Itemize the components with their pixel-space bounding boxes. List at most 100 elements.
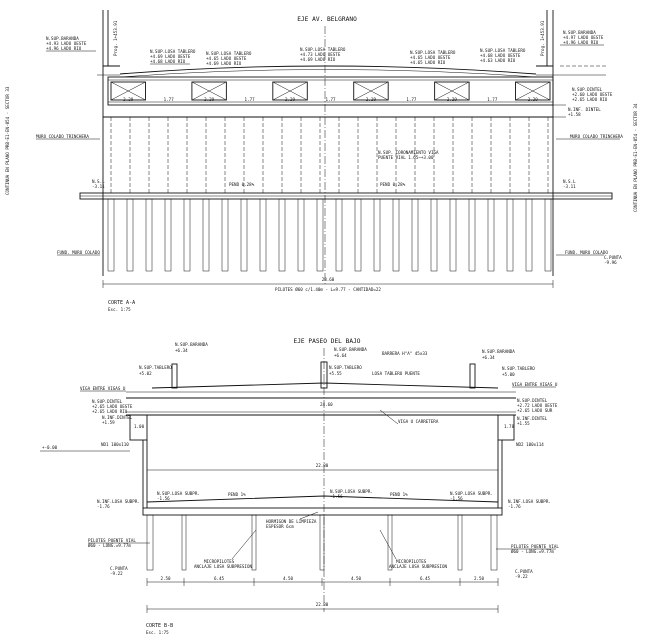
- losa-tablero-label: LOSA TABLERO PUENTE: [372, 371, 420, 376]
- wall-left: [129, 414, 148, 441]
- pilotes-right-2: Ø60 - LONG.=9.77m: [511, 549, 554, 554]
- inf-dintel-right-1: N.INF.DINTEL: [517, 416, 548, 421]
- top-right-baranda-2: +4.97 LADO OESTE: [563, 35, 604, 40]
- losa-subpr-right-1: N.SUP.LOSA SUBPR.: [450, 491, 493, 496]
- aa-total-width: 28.60: [322, 277, 335, 282]
- pile: [354, 198, 362, 272]
- cpunta-right-2: -9.22: [515, 574, 528, 579]
- pend-left: PEND 1%: [228, 492, 246, 497]
- losa-subpr-mid-1: N.SUP.LOSA SUBPR.: [330, 489, 373, 494]
- pile: [221, 198, 229, 272]
- cell-dim-label: 2.29: [285, 97, 296, 102]
- barrier-left: [171, 363, 178, 389]
- inf-dintel-right-2: +1.55: [517, 421, 530, 426]
- cell-dim-label: 1.77: [325, 97, 336, 102]
- inf-dintel-left-1: N.INF.DINTEL: [102, 415, 133, 420]
- box-cell-diagonal: [434, 81, 470, 101]
- inf-losa-left-1: N.INF.LOSA SUBPR.: [97, 499, 140, 504]
- pend-right: PEND 0.28%: [380, 182, 406, 187]
- section-bb: EJE PASEO DEL BAJO: [40, 338, 516, 613]
- dim-2: 24.60: [320, 402, 333, 407]
- svg-text:N.SUP.LOSA TABLERO: N.SUP.LOSA TABLERO: [300, 47, 346, 52]
- pile: [335, 198, 343, 272]
- svg-text:N.SUP.LOSA TABLERO: N.SUP.LOSA TABLERO: [150, 49, 196, 54]
- pile: [145, 198, 153, 272]
- cell-dim-label: 2.29: [447, 97, 458, 102]
- section-aa-title: EJE AV. BELGRANO: [297, 16, 357, 23]
- cell-dim-label: 1.77: [245, 97, 256, 102]
- right-abutment: [536, 10, 606, 276]
- pilotes-left-1: PILOTES PUENTE VIAL: [88, 538, 136, 543]
- wall-right: [497, 414, 515, 441]
- losa-subpr-right-2: -1.56: [450, 496, 463, 501]
- cell-dim-label: 2.29: [123, 97, 134, 102]
- section-bb-labels: N.SUP.BARANDA +6.34 N.SUP.BARANDA +6.64 …: [42, 342, 559, 635]
- dintel-left-3: +2.65 LADO RIO: [92, 409, 128, 414]
- micro-right-2: ANCLAJE LOSA SUBPRESION: [389, 564, 447, 569]
- pile: [392, 198, 400, 272]
- viga-left-label: N.S.L: [92, 179, 105, 184]
- pile: [430, 198, 438, 272]
- pile: [164, 198, 172, 272]
- prog-left: Prog. 1+453.91: [113, 20, 118, 56]
- cpunta-right-1: C.PUNTA: [515, 569, 533, 574]
- prog-right: Prog. 1+453.91: [540, 20, 545, 56]
- pile: [202, 198, 210, 272]
- tablero-level-4: N.SUP.LOSA TABLERO +4.65 LADO OESTE +4.6…: [410, 50, 456, 65]
- bb-dim-label: 6.45: [214, 576, 225, 581]
- svg-text:+4.65 LADO OESTE: +4.65 LADO OESTE: [206, 56, 247, 61]
- losa-subpr-mid-2: -1.56: [330, 494, 343, 499]
- dintel-right-2: +2.72 LADO OESTE: [517, 403, 558, 408]
- pile: [240, 198, 248, 272]
- bb-pile: [146, 514, 154, 571]
- losa-subpr-left-1: N.SUP.LOSA SUBPR.: [157, 491, 200, 496]
- box-girder-strip: [107, 76, 554, 106]
- box-cell-diagonal: [515, 81, 551, 101]
- svg-text:+4.69 LADO RIO: +4.69 LADO RIO: [206, 61, 242, 66]
- pile: [468, 198, 476, 272]
- cpunta-left-2: -9.22: [110, 571, 123, 576]
- bb-dim-label: 2.50: [474, 576, 485, 581]
- micropile: [457, 514, 463, 571]
- top-left-baranda-1: N.SUP.BARANDA: [46, 36, 79, 41]
- box-cell: [353, 81, 389, 101]
- pile: [183, 198, 191, 272]
- micropile: [181, 514, 187, 571]
- tablero-left-1: N.SUP.TABLERO: [139, 365, 172, 370]
- baranda-mid-1: N.SUP.BARANDA: [334, 347, 367, 352]
- side-left-note: CONTINUA EN PLANO PRB-E1-EN-054 - SECTOR…: [5, 86, 10, 195]
- cpunta-val: -9.96: [604, 260, 617, 265]
- subpression-slab-top: [146, 495, 499, 503]
- barrier-right: [469, 363, 476, 389]
- svg-text:+1.58: +1.58: [568, 112, 581, 117]
- aa-pilotes-note: PILOTES Ø60 c/1.40m - L=9.77 - CANTIDAD=…: [275, 287, 381, 292]
- pile: [126, 198, 134, 272]
- baranda-mid-2: +6.64: [334, 353, 347, 358]
- bb-dim-label: 2.50: [160, 576, 171, 581]
- section-aa-labels: N.SUP.BARANDA +4.93 LADO OESTE +4.96 LAD…: [5, 20, 638, 312]
- losa-subpr-left-2: -1.56: [157, 496, 170, 501]
- top-right-baranda-3: +4.96 LADO RIO: [563, 40, 599, 45]
- barrera-label: BARRERA H°A° 45x33: [382, 351, 428, 356]
- micro-left-1: MICROPILOTES: [204, 559, 235, 564]
- cpunta-label: C.PUNTA: [604, 255, 622, 260]
- dim-3: 1.78: [504, 424, 515, 429]
- pend-right: PEND 1%: [390, 492, 408, 497]
- inf-losa-right-2: -1.76: [508, 504, 521, 509]
- bb-scale: Esc. 1:75: [146, 630, 169, 635]
- aa-scale: Esc. 1:75: [108, 307, 131, 312]
- svg-text:+4.68 LADO RIO: +4.68 LADO RIO: [150, 59, 186, 64]
- tablero-level-2: N.SUP.LOSA TABLERO +4.65 LADO OESTE +4.6…: [206, 51, 252, 66]
- section-bb-title: EJE PASEO DEL BAJO: [293, 338, 360, 345]
- cell-dim-label: 2.29: [366, 97, 377, 102]
- pile: [259, 198, 267, 272]
- aa-caption: CORTE A-A: [108, 300, 135, 306]
- pile: [373, 198, 381, 272]
- bb-total-width: 22.80: [316, 602, 329, 607]
- coronamiento-1: N.SUP. CORONAMIENTO VIGA: [378, 150, 439, 155]
- nd-left: ND1 100x110: [101, 442, 129, 447]
- cell-dim-label: 1.77: [406, 97, 417, 102]
- tablero-right-2: +5.00: [502, 372, 515, 377]
